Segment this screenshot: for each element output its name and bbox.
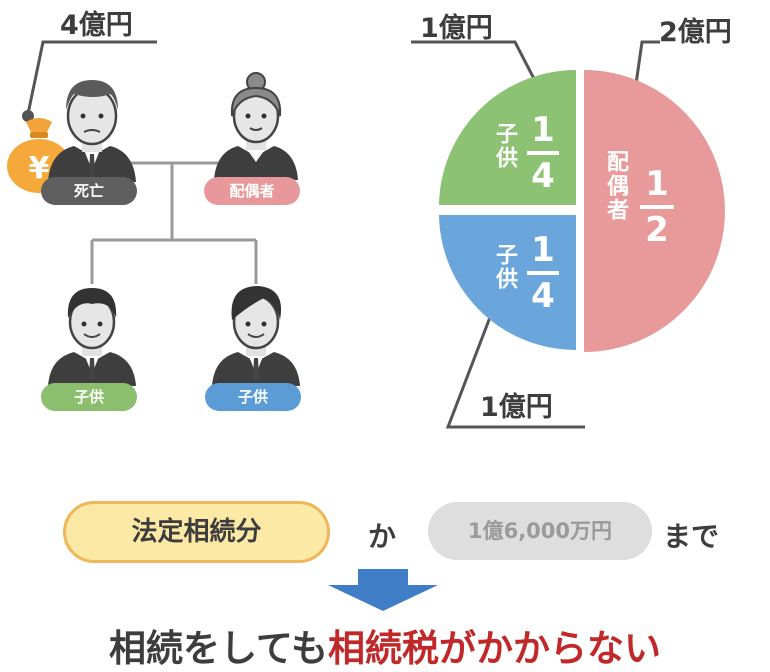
spouse-person-icon [214,72,298,180]
child-top-amount: 1億円 [420,13,493,44]
until-text: まで [663,520,720,553]
down-arrow-icon [328,569,438,611]
child2-person-icon [212,286,300,386]
yen-symbol: ¥ [29,151,50,186]
conclusion-part3: がかからない [439,627,662,670]
child-bottom-amount: 1億円 [480,392,553,423]
pie-slice-child-top [439,70,576,205]
child-top-slice-label: 子供 [492,122,517,170]
spouse-slice-label: 配偶者 [603,150,628,222]
deceased-amount: 4億円 [60,10,133,41]
child-top-fraction-num: 1 [531,110,555,150]
leader-child-bottom [445,311,585,429]
child2-label: 子供 [205,383,301,411]
child-bottom-fraction-den: 4 [531,276,555,316]
spouse-fraction-den: 2 [645,210,669,250]
child-top-fraction: 1 4 [527,113,559,193]
child-bottom-slice-label: 子供 [492,243,517,291]
spouse-label: 配偶者 [204,177,300,205]
child-bottom-fraction: 1 4 [527,233,559,313]
child1-label: 子供 [41,383,137,411]
deceased-person-icon [48,80,136,182]
deceased-label: 死亡 [41,177,137,205]
leader-spouse [632,40,660,99]
conclusion-text: 相続をしても相続税がかからない [0,618,770,672]
threshold-badge: 1億6,000万円 [428,502,652,560]
conclusion-part1: 相続をしても [108,627,329,670]
child-top-fraction-den: 4 [531,156,555,196]
or-text: か [368,520,397,553]
conclusion-part2: 相続税 [328,627,440,670]
pie-svg [411,40,725,429]
spouse-fraction-num: 1 [645,164,669,204]
child-bottom-fraction-num: 1 [531,230,555,270]
child1-person-icon [48,288,136,386]
legal-share-badge: 法定相続分 [63,501,330,563]
spouse-fraction: 1 2 [640,167,674,247]
pie-slice-child-bottom [439,215,576,351]
pie-slice-spouse [584,70,725,352]
spouse-amount: 2億円 [659,17,732,48]
